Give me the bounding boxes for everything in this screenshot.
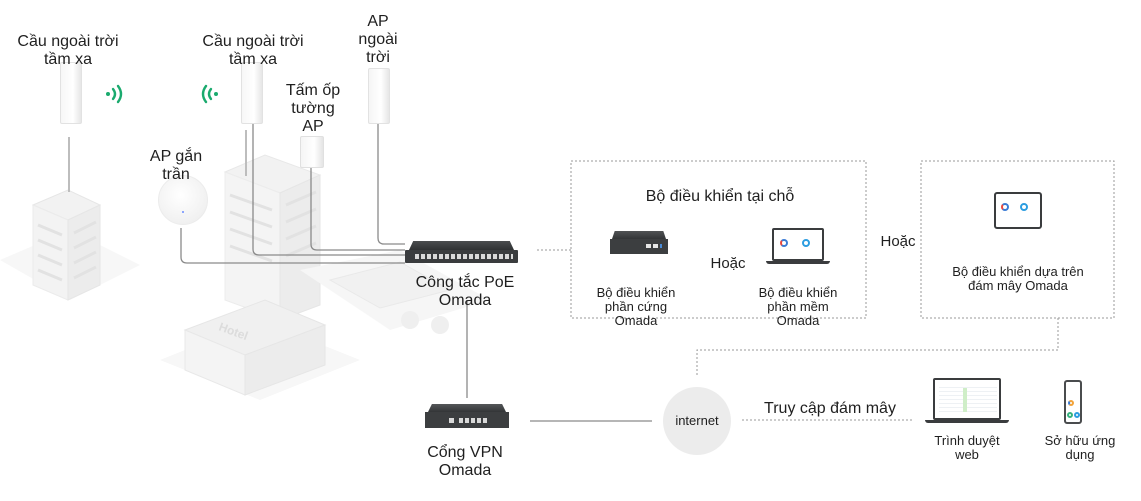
bridge-right-device <box>241 62 263 124</box>
mobile-app-phone <box>1064 380 1082 424</box>
middle-building <box>223 130 322 321</box>
or-label-inner: Hoặc <box>710 255 746 272</box>
internet-label: internet <box>675 413 719 428</box>
hotel-building: Hotel <box>160 250 490 400</box>
cloud-controller-tablet <box>994 192 1042 229</box>
cloud-controller-box <box>920 160 1115 319</box>
bridge-right-label: Cầu ngoài trời tầm xa <box>202 33 304 68</box>
local-controller-box <box>570 160 867 319</box>
software-controller-laptop <box>766 228 830 268</box>
software-controller-label: Bộ điều khiển phần mềm Omada <box>758 285 838 328</box>
hardware-controller-label: Bộ điều khiển phần cứng Omada <box>596 285 676 328</box>
or-label-outer: Hoặc <box>880 233 916 250</box>
wall-plate-ap-device <box>300 136 324 168</box>
cloud-controller-label: Bộ điều khiển dựa trên đám mây Omada <box>952 264 1084 293</box>
app-label: Sở hữu ứng dụng <box>1044 433 1116 462</box>
poe-switch-device <box>405 241 518 264</box>
left-building <box>0 137 140 301</box>
outdoor-ap-label: AP ngoài trời <box>358 13 398 66</box>
wifi-signal-left-icon <box>200 84 224 109</box>
cloud-access-label: Truy cập đám mây <box>764 400 896 417</box>
local-controller-title: Bộ điều khiển tại chỗ <box>645 188 795 205</box>
poe-switch-label: Công tắc PoE Omada <box>415 274 515 309</box>
hardware-controller-device <box>610 231 668 255</box>
web-browser-laptop <box>925 378 1009 426</box>
vpn-gateway-device <box>425 404 509 429</box>
vpn-gateway-label: Cổng VPN Omada <box>427 444 503 479</box>
wall-plate-ap-label: Tấm ốp tường AP <box>285 82 341 135</box>
internet-bubble <box>663 387 731 455</box>
poe-cables <box>180 120 652 422</box>
bridge-left-label: Cầu ngoài trời tầm xa <box>17 33 119 68</box>
bridge-left-device <box>60 62 82 124</box>
ceiling-ap-label: AP gắn trần <box>149 148 203 183</box>
web-browser-label: Trình duyệt web <box>934 433 1000 462</box>
ceiling-ap-device <box>158 175 208 225</box>
wifi-signal-right-icon <box>104 84 128 109</box>
dotted-links <box>537 160 1115 421</box>
outdoor-ap-device <box>368 68 390 124</box>
